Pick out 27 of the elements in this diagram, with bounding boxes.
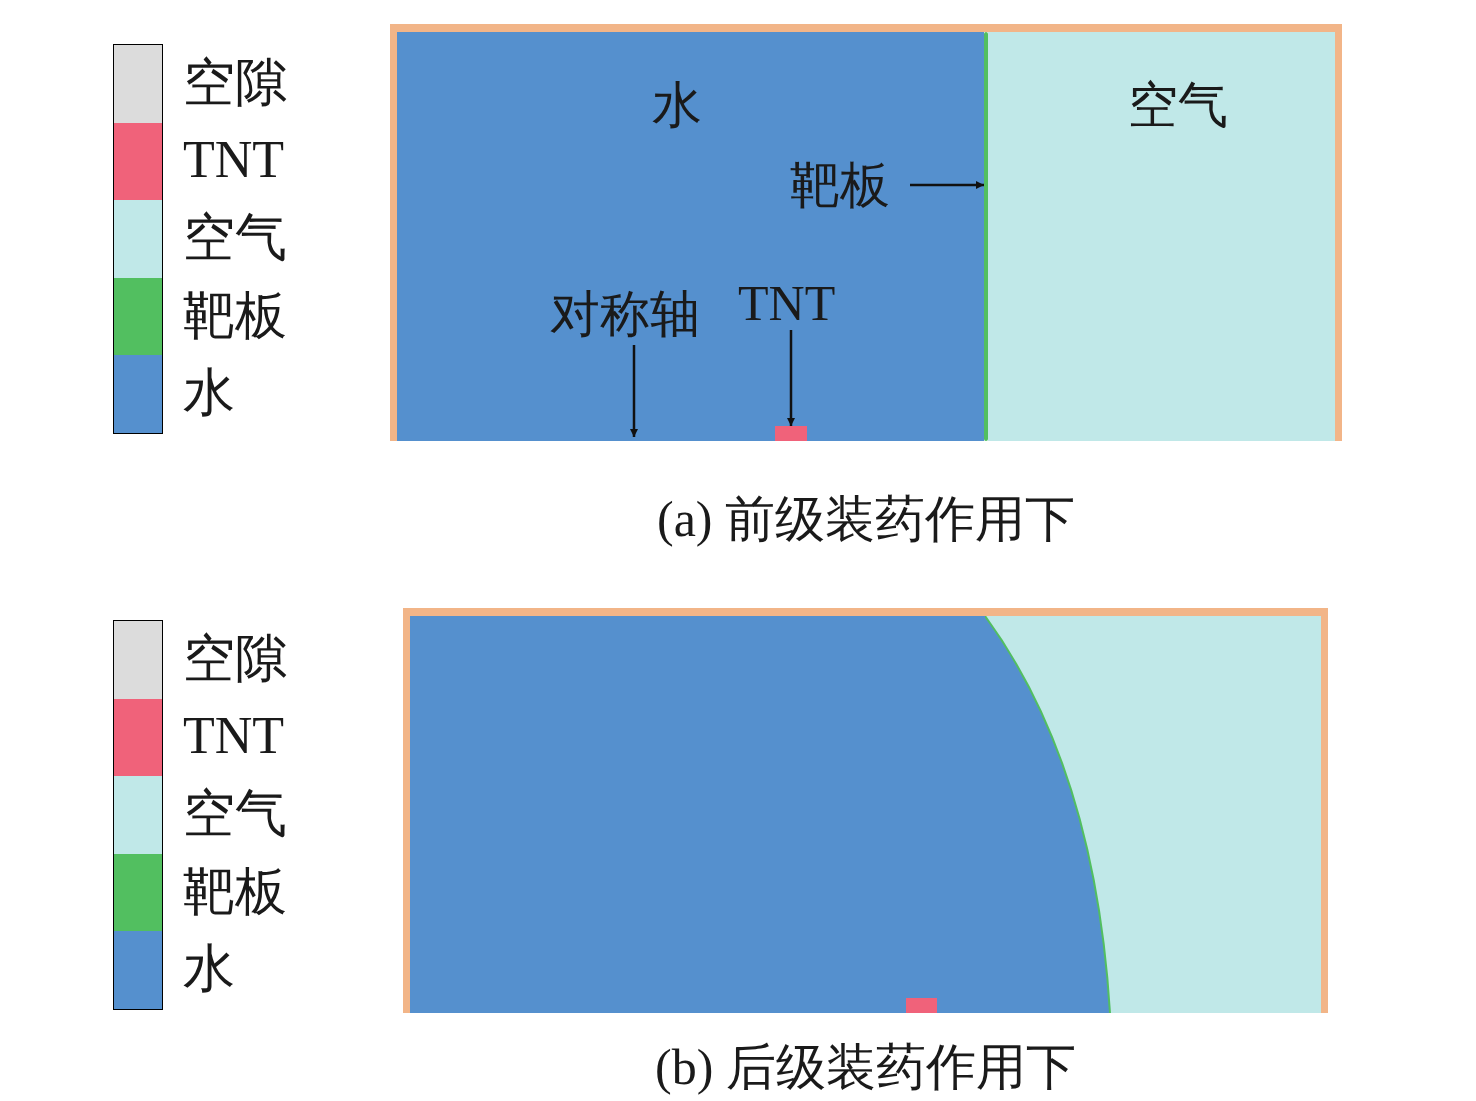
- legend-label: 靶板: [183, 289, 287, 342]
- caption-label: (b) 后级装药作用下: [655, 1038, 1076, 1097]
- tnt-charge: [775, 426, 807, 441]
- water-region: [397, 32, 984, 441]
- target-plate-label: 靶板: [790, 160, 890, 210]
- legend-label: 空隙: [183, 56, 287, 109]
- tnt-label: TNT: [738, 278, 836, 328]
- water-region: [410, 616, 1321, 1013]
- legend-label: 水: [183, 943, 235, 996]
- arrow: [910, 181, 984, 189]
- legend-label: 水: [183, 367, 235, 420]
- air-region: [988, 32, 1335, 441]
- target-plate-bar: [984, 32, 988, 441]
- legend-label: 空气: [183, 212, 287, 264]
- arrow: [787, 330, 795, 426]
- legend-label: 靶板: [183, 865, 287, 918]
- tnt-charge: [906, 998, 937, 1013]
- region-label: 水: [652, 80, 702, 130]
- caption-label: (a) 前级装药作用下: [657, 490, 1075, 549]
- axis-label: 对称轴: [550, 289, 700, 339]
- air-region: [985, 616, 1321, 1013]
- legend-label: TNT: [183, 134, 285, 187]
- legend-label: 空气: [183, 788, 287, 840]
- legend-label: 空隙: [183, 632, 287, 685]
- region-label: 空气: [1128, 80, 1228, 130]
- arrow: [630, 345, 638, 437]
- legend-label: TNT: [183, 710, 285, 763]
